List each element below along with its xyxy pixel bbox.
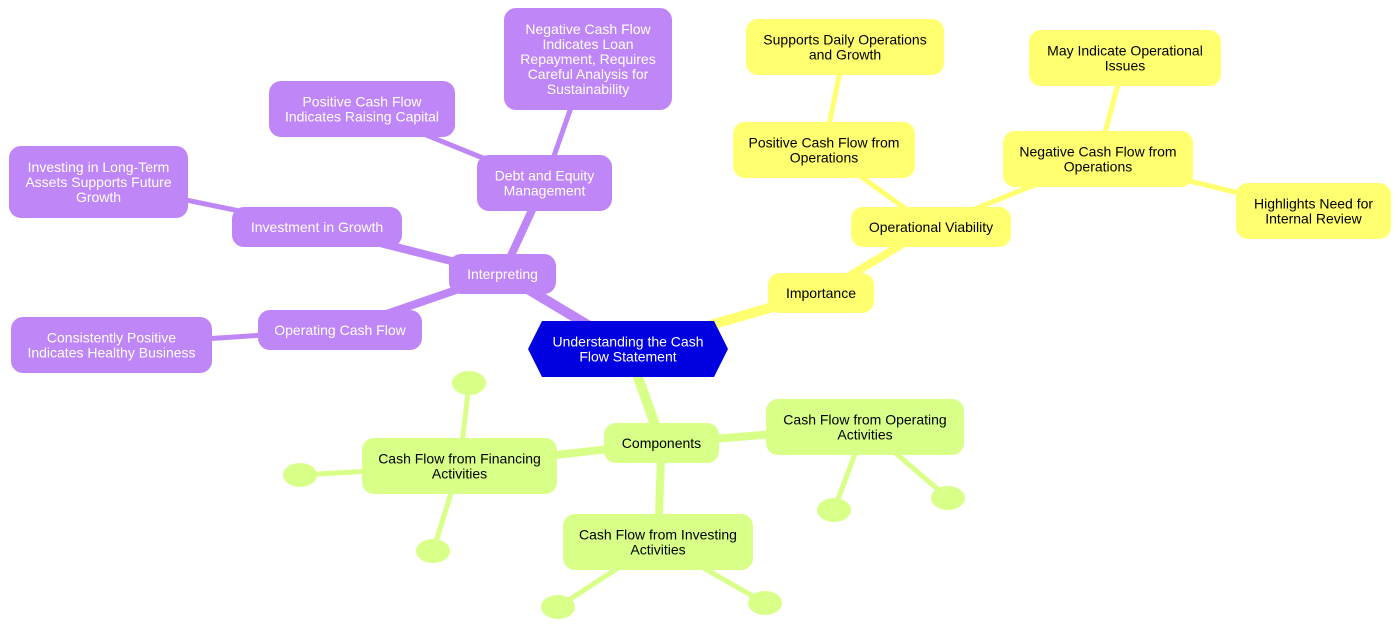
node-cf-financing-leaf2[interactable] <box>283 463 317 487</box>
node-label-line: Indicates Raising Capital <box>285 109 439 125</box>
node-label-line: Operating Cash Flow <box>274 322 406 338</box>
node-label-line: Cash Flow from Operating <box>783 412 946 428</box>
node-op-cash-flow[interactable]: Operating Cash Flow <box>258 310 422 350</box>
node-label-line: Activities <box>837 427 892 443</box>
node-label-line: Positive Cash Flow from <box>749 135 900 151</box>
node-cf-financing-leaf3[interactable] <box>416 539 450 563</box>
node-shape <box>449 254 556 294</box>
node-importance[interactable]: Importance <box>768 273 874 313</box>
node-label-line: Positive Cash Flow <box>302 94 422 110</box>
node-shape <box>11 317 212 373</box>
node-label-line: Components <box>622 435 701 451</box>
leaf-node-shape <box>283 463 317 487</box>
leaf-node-shape <box>416 539 450 563</box>
node-label-line: Cash Flow from Financing <box>378 451 541 467</box>
node-label-line: Cash Flow from Investing <box>579 527 737 543</box>
leaf-node-shape <box>931 486 965 510</box>
node-shape <box>1029 30 1221 86</box>
node-label-line: Investing in Long-Term <box>28 159 170 175</box>
node-shape <box>269 81 455 137</box>
node-label-line: Operational Viability <box>869 219 993 235</box>
node-label-line: Growth <box>76 189 121 205</box>
node-label-line: Interpreting <box>467 266 538 282</box>
node-shape <box>9 146 188 218</box>
node-shape <box>768 273 874 313</box>
node-cf-operating-leaf2[interactable] <box>931 486 965 510</box>
leaf-node-shape <box>817 498 851 522</box>
node-cf-operating-leaf1[interactable] <box>817 498 851 522</box>
leaf-node-shape <box>748 591 782 615</box>
node-cf-financing-leaf1[interactable] <box>452 371 486 395</box>
leaf-node-shape <box>452 371 486 395</box>
node-label-line: Indicates Loan <box>542 36 633 52</box>
node-shape <box>604 423 719 463</box>
node-shape <box>528 321 728 377</box>
node-shape <box>477 155 612 211</box>
node-label-line: Repayment, Requires <box>520 51 655 67</box>
node-shape <box>232 207 402 247</box>
node-interpreting[interactable]: Interpreting <box>449 254 556 294</box>
node-inv-growth[interactable]: Investment in Growth <box>232 207 402 247</box>
node-shape <box>1236 183 1391 239</box>
node-shape <box>746 19 944 75</box>
node-label-line: Understanding the Cash <box>553 334 704 350</box>
node-label-line: Debt and Equity <box>495 168 595 184</box>
node-label-line: Internal Review <box>1265 211 1362 227</box>
node-cf-investing-leaf2[interactable] <box>748 591 782 615</box>
node-shape <box>362 438 557 494</box>
node-label-line: Management <box>504 183 586 199</box>
node-label-line: Careful Analysis for <box>528 66 649 82</box>
node-label-line: Indicates Healthy Business <box>27 345 195 361</box>
node-label-line: Activities <box>432 466 487 482</box>
node-components[interactable]: Components <box>604 423 719 463</box>
node-label-line: Sustainability <box>547 81 630 97</box>
node-label-line: Consistently Positive <box>47 330 176 346</box>
node-label-line: Issues <box>1105 58 1145 74</box>
node-label-line: Negative Cash Flow <box>525 21 651 37</box>
node-shape <box>258 310 422 350</box>
node-label-line: Highlights Need for <box>1254 196 1373 212</box>
node-label-line: Negative Cash Flow from <box>1019 144 1176 160</box>
node-shape <box>563 514 753 570</box>
node-label-line: May Indicate Operational <box>1047 43 1203 59</box>
node-cf-investing-leaf1[interactable] <box>541 595 575 619</box>
node-shape <box>504 8 672 110</box>
node-label-line: Flow Statement <box>579 349 676 365</box>
node-label-line: Operations <box>1064 159 1132 175</box>
leaf-node-shape <box>541 595 575 619</box>
node-op-viability[interactable]: Operational Viability <box>851 207 1011 247</box>
node-shape <box>1003 131 1193 187</box>
node-label-line: Operations <box>790 150 858 166</box>
mindmap-nodes: Importance Operational Viability Positive … <box>9 8 1391 619</box>
node-shape <box>766 399 964 455</box>
node-label-line: Activities <box>630 542 685 558</box>
node-label-line: Investment in Growth <box>251 219 383 235</box>
node-label-line: Assets Supports Future <box>25 174 172 190</box>
node-shape <box>851 207 1011 247</box>
node-shape <box>733 122 915 178</box>
node-label-line: and Growth <box>809 47 881 63</box>
node-label-line: Importance <box>786 285 856 301</box>
node-label-line: Supports Daily Operations <box>763 32 926 48</box>
